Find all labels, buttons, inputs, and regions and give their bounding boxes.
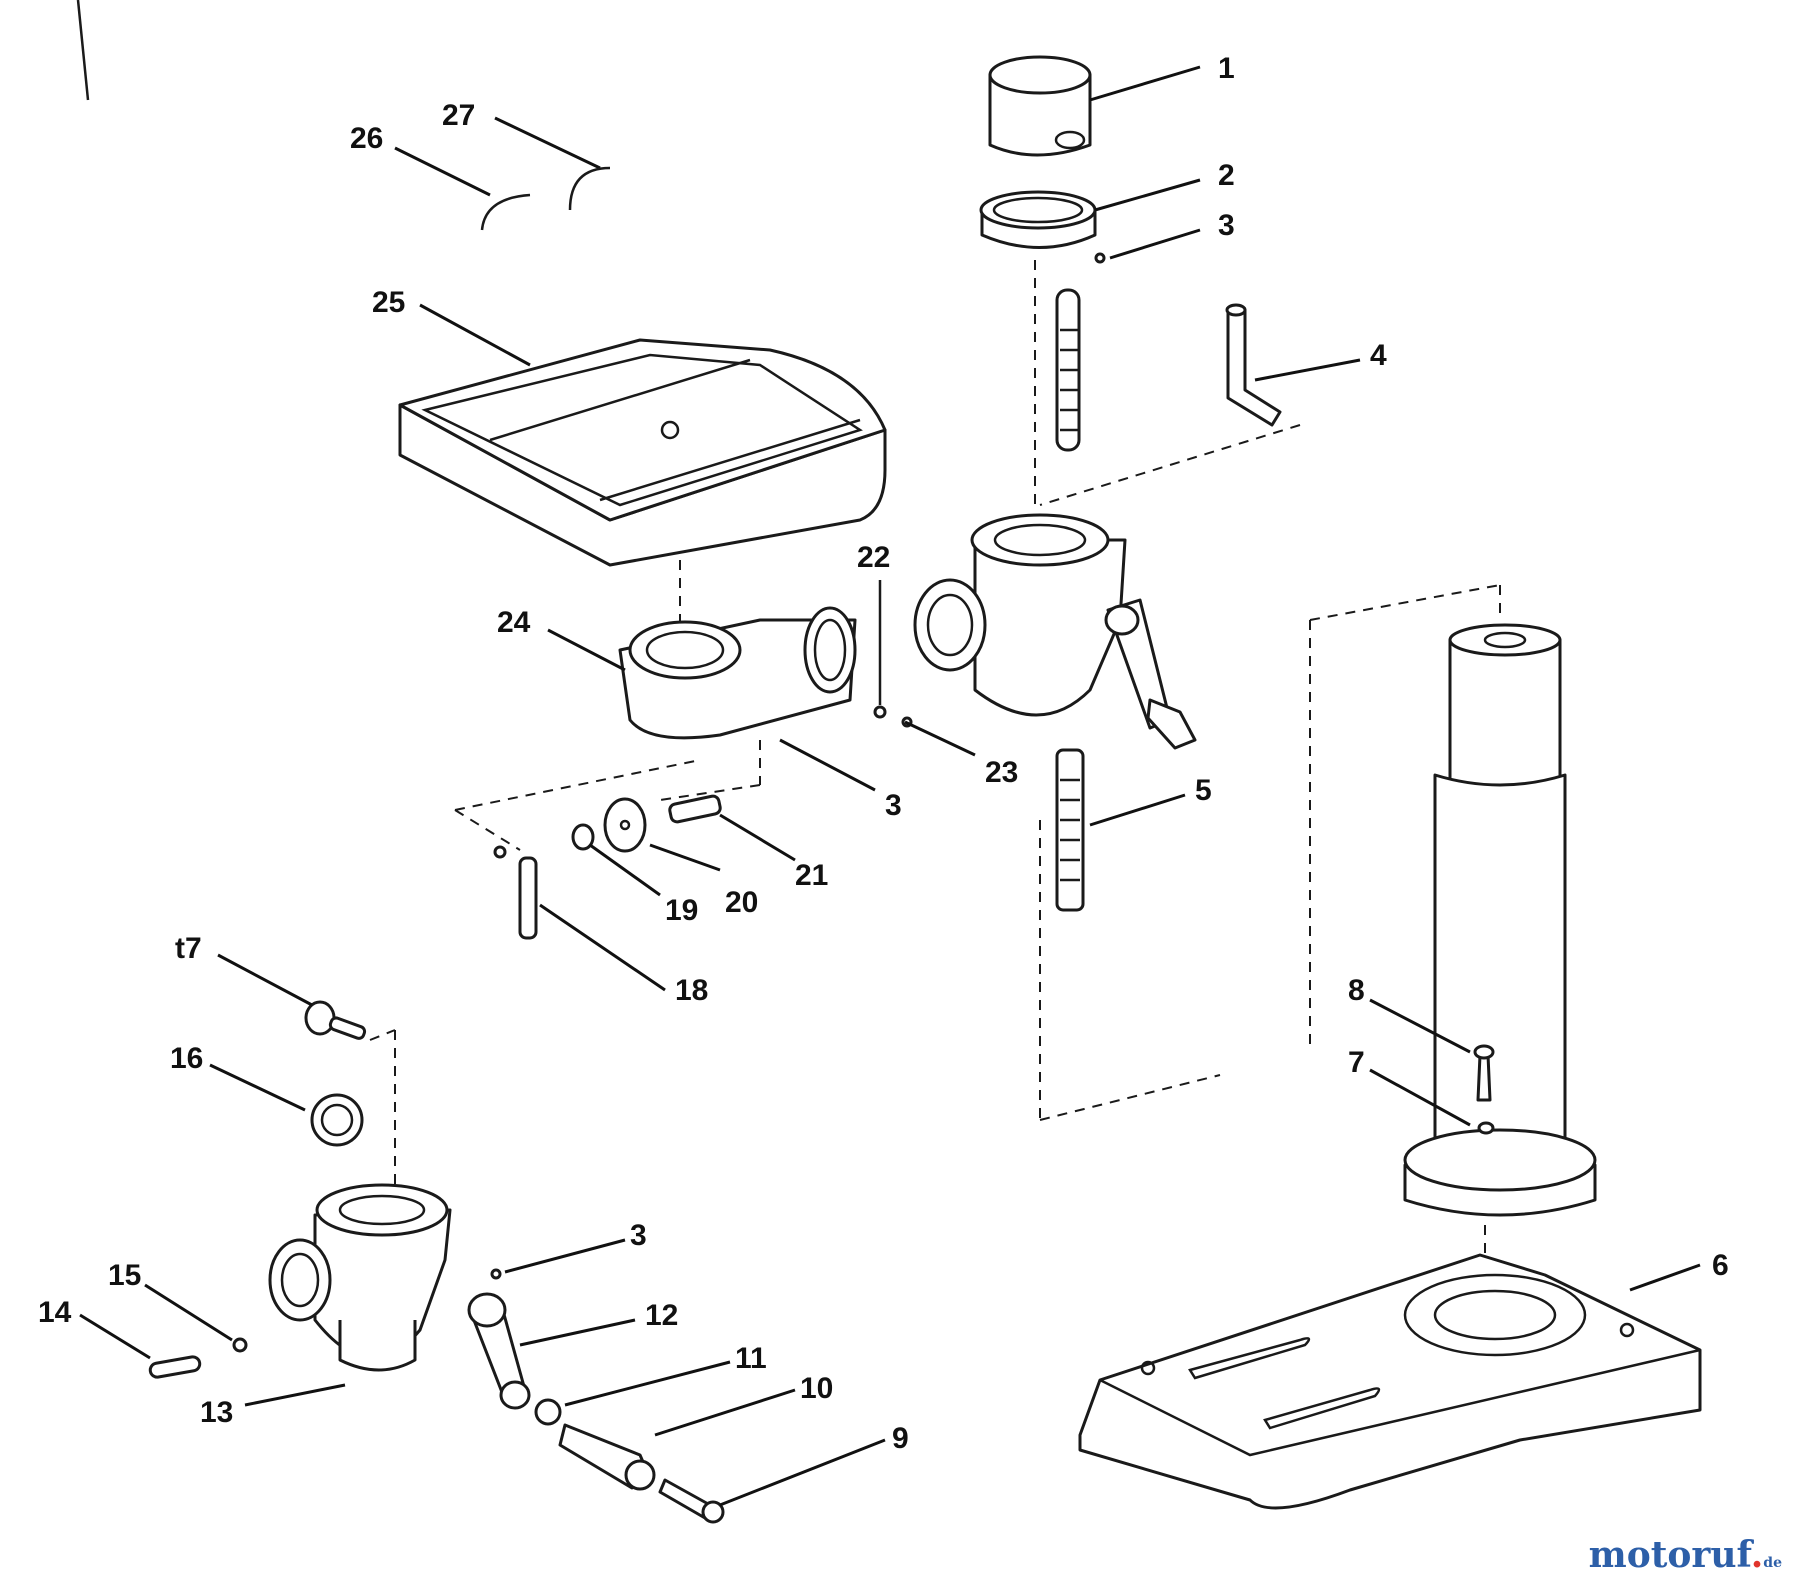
- callout-13: 13: [200, 1396, 233, 1429]
- callout-6: 6: [1712, 1249, 1729, 1282]
- part-l-pin: [1225, 303, 1282, 427]
- part-screw-9: [658, 1478, 725, 1524]
- watermark-dot: .: [1750, 1534, 1764, 1576]
- callout-3: 3: [1218, 209, 1235, 242]
- callout-23: 23: [985, 756, 1018, 789]
- watermark-tld: de: [1763, 1555, 1782, 1571]
- part-set-screw-top: [1094, 252, 1106, 264]
- part-bolt-8: [1476, 1053, 1492, 1102]
- callout-15: 15: [108, 1259, 141, 1292]
- part-gear-17: [304, 1000, 367, 1040]
- callout-9: 9: [892, 1422, 909, 1455]
- part-washer-small: [493, 845, 507, 859]
- part-nut-19: [571, 823, 595, 851]
- callout-21: 21: [795, 859, 828, 892]
- scan-edge-line: [76, 0, 90, 101]
- callout-24: 24: [497, 606, 531, 639]
- part-washer-7: [1477, 1121, 1495, 1135]
- callout-1: 1: [1218, 52, 1235, 85]
- part-handle-10: [558, 1423, 656, 1491]
- part-table-arm: [618, 606, 857, 740]
- part-rack-lower: [1055, 748, 1085, 912]
- part-ring: [979, 190, 1097, 249]
- part-hex-keys: [480, 166, 611, 231]
- part-bolt-21: [668, 794, 722, 824]
- callout-22: 22: [857, 541, 890, 574]
- part-base: [1078, 1253, 1702, 1510]
- callout-17: t7: [175, 932, 202, 965]
- callout-3-arm: 3: [885, 789, 902, 822]
- part-pin-22-head: [873, 705, 887, 719]
- part-collar: [988, 55, 1092, 157]
- callout-26: 26: [350, 122, 383, 155]
- callout-3-lower: 3: [630, 1219, 647, 1252]
- callout-27: 27: [442, 99, 475, 132]
- part-table-bracket-upper: [913, 513, 1197, 750]
- callout-4: 4: [1370, 339, 1387, 372]
- part-bolt-8-head: [1473, 1044, 1495, 1060]
- callout-5: 5: [1195, 774, 1212, 807]
- callout-10: 10: [800, 1372, 833, 1405]
- leader-lines: [79, 65, 1701, 1507]
- part-crank-12: [467, 1292, 531, 1410]
- watermark-text: motoruf: [1588, 1534, 1751, 1576]
- part-pin-14: [148, 1355, 202, 1379]
- part-screw-3-lower: [490, 1268, 502, 1280]
- part-washer-11: [534, 1398, 562, 1426]
- part-gear-16: [310, 1093, 364, 1147]
- callout-7: 7: [1348, 1046, 1365, 1079]
- callout-25: 25: [372, 286, 405, 319]
- callout-labels: 1 2 3 4 5 6 7 8 9 10 11 12 13 14 15 16 t…: [38, 52, 1729, 1455]
- callout-14: 14: [38, 1296, 72, 1329]
- part-work-table: [398, 338, 887, 567]
- callout-12: 12: [645, 1299, 678, 1332]
- callout-8: 8: [1348, 974, 1365, 1007]
- callout-20: 20: [725, 886, 758, 919]
- callout-18: 18: [675, 974, 708, 1007]
- part-washer-20: [603, 797, 647, 853]
- callout-11: 11: [735, 1342, 767, 1375]
- part-pin-18: [518, 856, 538, 940]
- part-screw-15: [232, 1337, 248, 1353]
- callout-16: 16: [170, 1042, 203, 1075]
- callout-19: 19: [665, 894, 698, 927]
- callout-2: 2: [1218, 159, 1235, 192]
- part-bracket-lower: [268, 1183, 452, 1372]
- watermark-logo: motoruf.de: [1589, 1534, 1782, 1576]
- part-column: [1403, 623, 1597, 1217]
- part-rack-upper: [1055, 288, 1081, 452]
